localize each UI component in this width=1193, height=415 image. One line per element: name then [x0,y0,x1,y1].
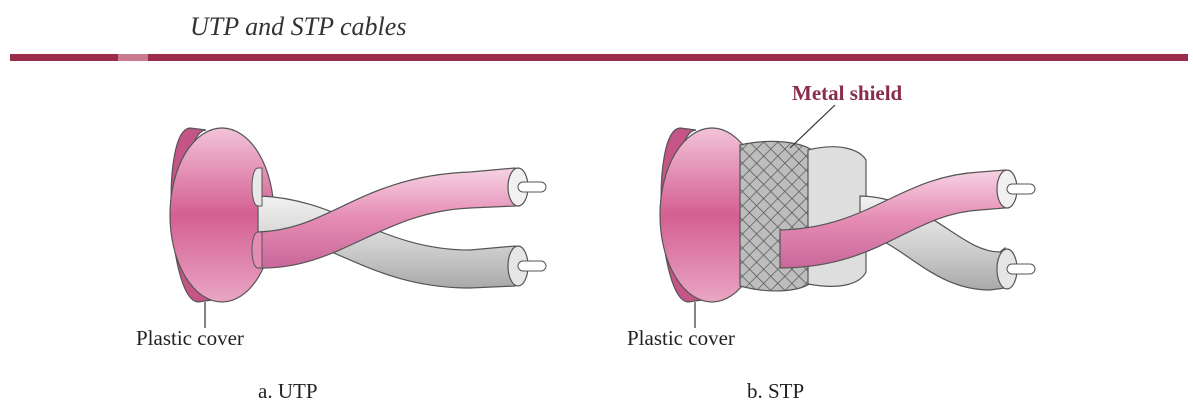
utp-cable: Plastic cover a. UTP [136,128,546,403]
stp-cover-label: Plastic cover [627,326,735,350]
utp-caption: a. UTP [258,379,318,403]
stp-metal-shield [740,141,812,291]
stp-shield-leader [790,105,835,148]
stp-cable: Metal shield Plastic cover b. STP [627,81,1035,403]
stp-shield-label: Metal shield [792,81,903,105]
stp-caption: b. STP [747,379,804,403]
utp-cover-label: Plastic cover [136,326,244,350]
